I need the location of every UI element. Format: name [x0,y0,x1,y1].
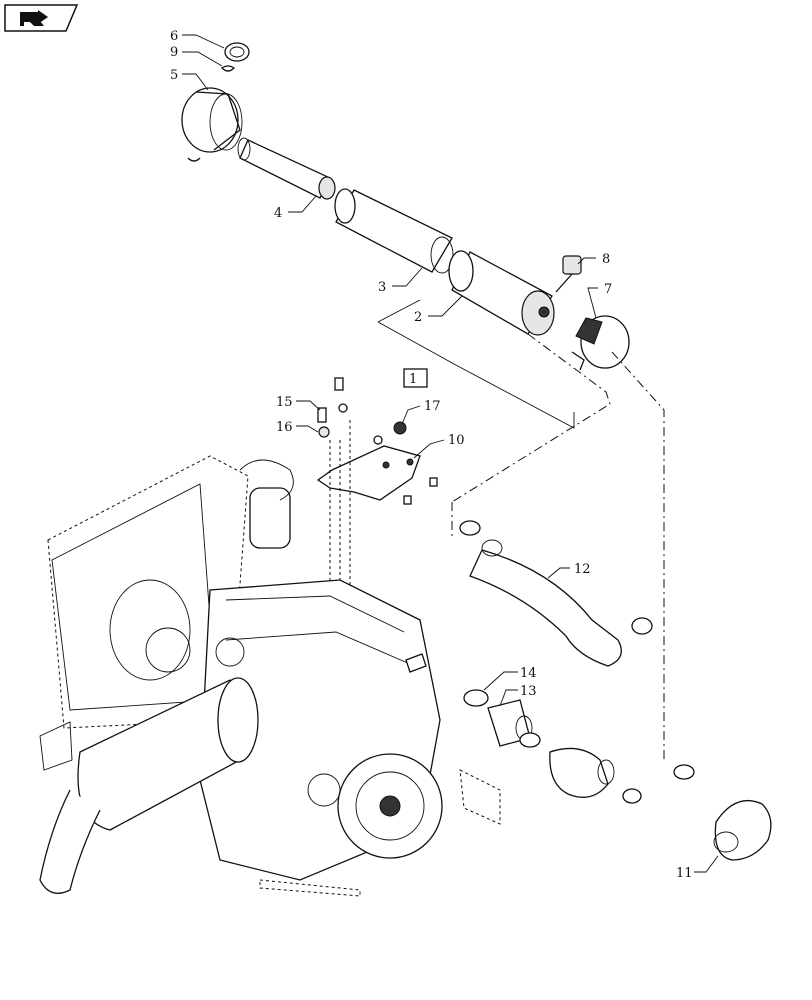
callout-13: 13 [520,684,537,699]
engine-mounts [39,721,501,897]
intake-grommet [224,42,250,62]
hose-12 [459,520,653,667]
nav-button[interactable] [4,4,79,32]
elbow-fitting [549,747,642,804]
callout-2: 2 [414,310,422,325]
callout-17: 17 [424,399,441,414]
assembly-bracket [377,299,575,429]
callout-15: 15 [276,395,293,410]
engine-block [199,459,443,881]
callout-16: 16 [276,420,293,435]
callout-10: 10 [448,433,465,448]
restriction-indicator [555,255,582,293]
callout-4: 4 [274,206,282,221]
mounting-band-7 [571,315,630,371]
callout-7: 7 [604,282,612,297]
callout-5: 5 [170,68,178,83]
callout-14: 14 [520,666,537,681]
callout-1: 1 [409,372,417,387]
hose-11 [673,764,772,861]
cap-housing [181,87,243,162]
callout-3: 3 [378,280,386,295]
filter-element-3 [334,188,454,274]
filter-element-2 [448,250,555,336]
callout-6: 6 [170,29,178,44]
band-clip [220,65,236,72]
mount-bracket-10 [316,445,421,501]
callout-8: 8 [602,252,610,267]
fastener-guides [329,420,351,612]
callout-labels: 6 9 5 4 3 2 8 7 1 15 16 17 10 12 14 13 1… [170,29,719,881]
callout-9: 9 [170,45,178,60]
muffler [39,677,259,894]
clamp-14 [463,689,489,707]
back-arrow-flag-icon [4,4,79,32]
hose-13 [487,699,541,748]
bolts [317,377,438,505]
callout-11: 11 [676,866,693,881]
inner-tube [237,137,336,200]
callout-12: 12 [574,562,591,577]
